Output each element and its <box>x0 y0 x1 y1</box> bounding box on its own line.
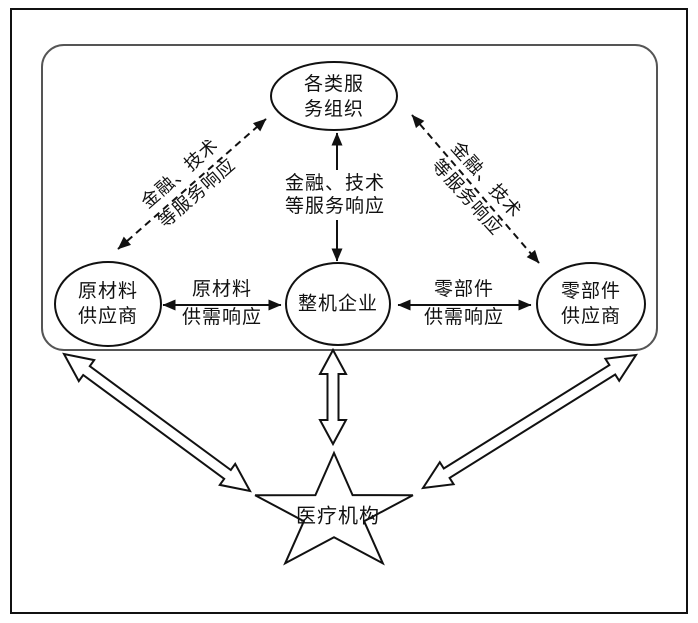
service-center-edge-label: 金融、技术 等服务响应 <box>280 170 390 220</box>
parts-supplier-ellipse <box>536 262 646 346</box>
parts-supplier-line1: 零部件 <box>560 280 622 302</box>
medical-institution-label: 医疗机构 <box>296 500 380 529</box>
machine-enterprise-line1: 整机企业 <box>297 292 379 315</box>
hollow-double-arrow-center <box>318 347 348 447</box>
parts-supplier-label: 零部件 供应商 <box>561 279 621 329</box>
raw-material-supplier-line1: 原材料 <box>77 280 139 302</box>
dashed-arrow-service-right <box>411 114 540 264</box>
parts-edge-line1: 零部件 <box>433 278 495 300</box>
service-center-edge-line1: 金融、技术 <box>284 172 386 194</box>
raw-material-supplier-ellipse <box>54 261 162 347</box>
service-org-label-line1: 各类服 <box>303 73 365 95</box>
parts-supplier-line2: 供应商 <box>560 305 622 327</box>
medical-institution-star <box>254 450 414 566</box>
parts-edge-label: 零部件 供需响应 <box>424 275 504 331</box>
machine-enterprise-label: 整机企业 <box>298 292 378 317</box>
service-org-label-line2: 务组织 <box>303 98 365 120</box>
hollow-double-arrow-left <box>62 352 252 493</box>
hollow-double-arrow-right <box>420 353 639 490</box>
medical-institution-text: 医疗机构 <box>296 503 380 528</box>
raw-material-supplier-label: 原材料 供应商 <box>78 279 138 329</box>
parts-edge-line2: 供需响应 <box>423 306 505 328</box>
service-org-ellipse <box>270 61 398 131</box>
machine-enterprise-ellipse <box>285 262 391 346</box>
service-center-edge-line2: 等服务响应 <box>284 195 386 217</box>
raw-material-edge-line2: 供需响应 <box>181 306 263 328</box>
service-org-label: 各类服 务组织 <box>304 72 364 122</box>
raw-material-edge-line1: 原材料 <box>191 278 253 300</box>
inner-rounded-frame <box>41 44 658 351</box>
raw-material-supplier-line2: 供应商 <box>77 305 139 327</box>
outer-frame-rect <box>10 8 688 614</box>
raw-material-edge-label: 原材料 供需响应 <box>182 275 262 331</box>
dashed-arrow-service-left <box>117 118 267 250</box>
